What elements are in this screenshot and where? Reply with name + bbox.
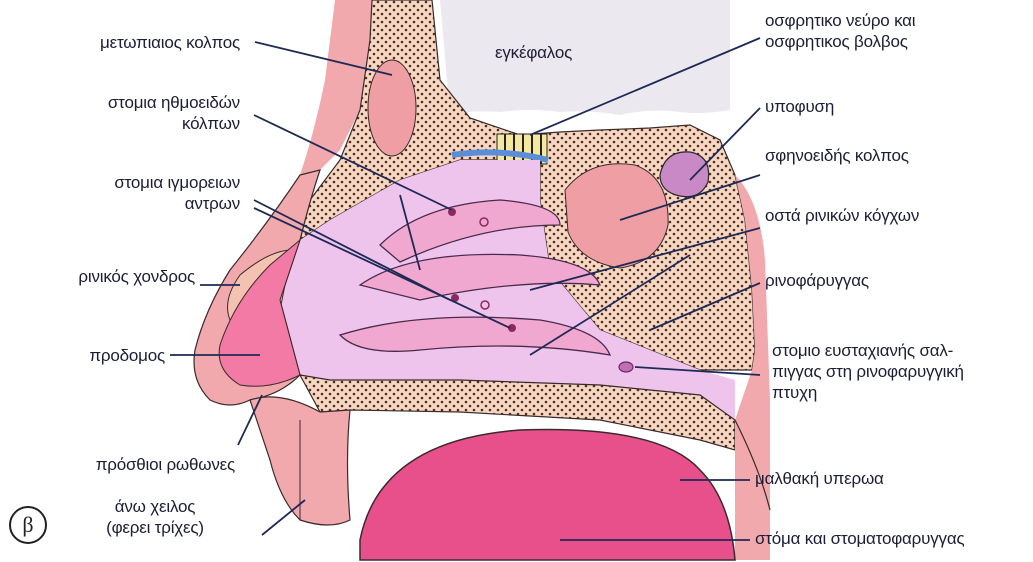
label-nasopharynx: ρινοφάρυγγας bbox=[765, 270, 869, 291]
label-frontal-sinus: μετωπιαιος κολπος bbox=[30, 32, 240, 53]
label-sphenoid-sinus: σφηνοειδής κολπος bbox=[765, 145, 909, 166]
label-pituitary: υποφυση bbox=[765, 96, 834, 117]
pituitary-shape bbox=[660, 152, 709, 197]
panel-letter-badge: β bbox=[9, 506, 47, 544]
label-brain: εγκέφαλος bbox=[495, 42, 572, 63]
label-maxillary-line-2: αντρων bbox=[30, 193, 240, 214]
label-eustachian-line-2: πιγγας στη ρινοφαρυγγική bbox=[772, 361, 964, 382]
label-nasal-cartilage: ρινικός χονδρος bbox=[10, 266, 195, 287]
label-upper-lip-line-1: άνω χειλος bbox=[60, 496, 250, 517]
brain-region bbox=[440, 0, 730, 115]
label-eustachian-opening: στομιο ευσταχιανής σαλ- πιγγας στη ρινοφ… bbox=[772, 340, 964, 403]
label-ethmoid-line-2: κόλπων bbox=[30, 113, 240, 134]
label-maxillary-openings: στομια ιγμορειων αντρων bbox=[30, 172, 240, 214]
label-eustachian-line-1: στομιο ευσταχιανής σαλ- bbox=[772, 340, 964, 361]
label-olfactory-line-1: οσφρητικο νεύρο και bbox=[765, 10, 915, 31]
label-eustachian-line-3: πτυχη bbox=[772, 382, 964, 403]
label-maxillary-line-1: στομια ιγμορειων bbox=[30, 172, 240, 193]
label-soft-palate: μαλθακή υπερωα bbox=[755, 468, 884, 489]
label-ethmoid-openings: στομια ηθμοειδών κόλπων bbox=[30, 92, 240, 134]
label-ethmoid-line-1: στομια ηθμοειδών bbox=[30, 92, 240, 113]
label-vestibule: προδομος bbox=[10, 345, 165, 366]
label-upper-lip: άνω χειλος (φερει τρίχες) bbox=[60, 496, 250, 538]
label-anterior-nares: πρόσθιοι ρωθωνες bbox=[10, 454, 235, 475]
label-olfactory: οσφρητικο νεύρο και οσφρητικος βολβος bbox=[765, 10, 915, 52]
label-turbinates: οστά ρινικών κόγχων bbox=[765, 205, 919, 226]
label-olfactory-line-2: οσφρητικος βολβος bbox=[765, 31, 915, 52]
label-upper-lip-line-2: (φερει τρίχες) bbox=[60, 517, 250, 538]
label-mouth-oropharynx: στόμα και στοματοφαρυγγας bbox=[755, 528, 964, 549]
